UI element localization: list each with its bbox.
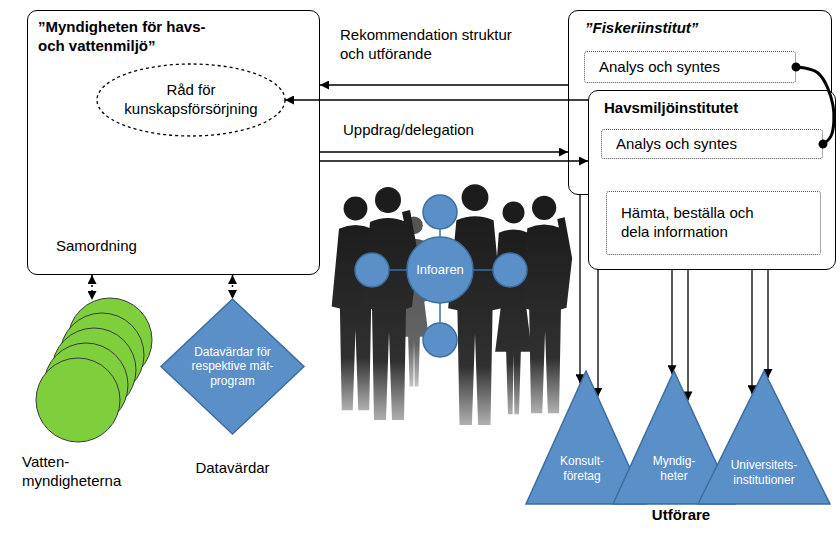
authority-box: ”Myndigheten för havs- och vattenmiljö” S… [27, 10, 320, 275]
stack-label: Vatten- myndigheterna [22, 453, 142, 491]
people-silhouettes [332, 184, 572, 425]
arrow-connector [320, 151, 568, 152]
agency-stack-outline [22, 295, 152, 445]
edge-label: Uppdrag/delegation [343, 121, 543, 140]
box-title: Havsmiljöinstitutet [604, 99, 738, 118]
dotted-connector [91, 275, 93, 300]
triangle-label: Universitets- institutioner [719, 458, 809, 487]
hub-circle: Infoaren [406, 236, 474, 304]
link-curve [796, 67, 834, 144]
box-note: Samordning [56, 237, 137, 256]
box-title: ”Myndigheten för havs- och vattenmiljö” [38, 18, 223, 56]
arrow-connector [687, 270, 688, 400]
task-label: Analys och syntes [616, 135, 737, 154]
data-diamond: Datavärdar för respektive mät- programDa… [160, 298, 305, 488]
label-anchor: Uppdrag/delegation [343, 121, 543, 140]
task-box: Analys och syntes [601, 129, 823, 159]
hub-label: Infoaren [416, 262, 464, 278]
task-label: Hämta, beställa och dela information [621, 204, 779, 242]
council-ellipse: Råd för kunskapsförsörjning [96, 63, 286, 137]
arrow-connector [320, 84, 568, 85]
task-label: Analys och syntes [599, 58, 720, 77]
arrow-connector [285, 99, 588, 100]
diamond-label: Datavärdar för respektive mät- program [160, 298, 305, 435]
hub-spokes [372, 212, 510, 340]
triangle-label: Konsult- företag [552, 454, 612, 483]
dotted-connector [232, 275, 234, 299]
arrow-connector [767, 270, 768, 378]
diamond-caption: Datavärdar [160, 459, 305, 478]
label-anchor: Utförare [561, 506, 801, 525]
arrow-connector [320, 160, 588, 161]
triangle-label: Myndig- heter [644, 454, 704, 483]
box-title: ”Fiskeriinstitut” [585, 19, 698, 38]
group-label: Utförare [561, 506, 801, 525]
agency-stack: Vatten- myndigheterna [22, 295, 152, 510]
hub-satellites [355, 195, 527, 357]
task-box: Analys och syntes [584, 51, 796, 83]
ellipse-label: Råd för kunskapsförsörjning [116, 81, 266, 119]
performer-triangle: Universitets- institutioner [697, 370, 831, 505]
label-anchor: Rekommendation struktur och utförande [340, 26, 515, 64]
task-box: Hämta, beställa och dela information [606, 191, 821, 255]
arrow-connector [597, 270, 598, 397]
edge-label: Rekommendation struktur och utförande [340, 26, 515, 64]
institute-box: HavsmiljöinstitutetAnalys och syntesHämt… [588, 90, 836, 270]
arrow-connector [579, 195, 580, 383]
